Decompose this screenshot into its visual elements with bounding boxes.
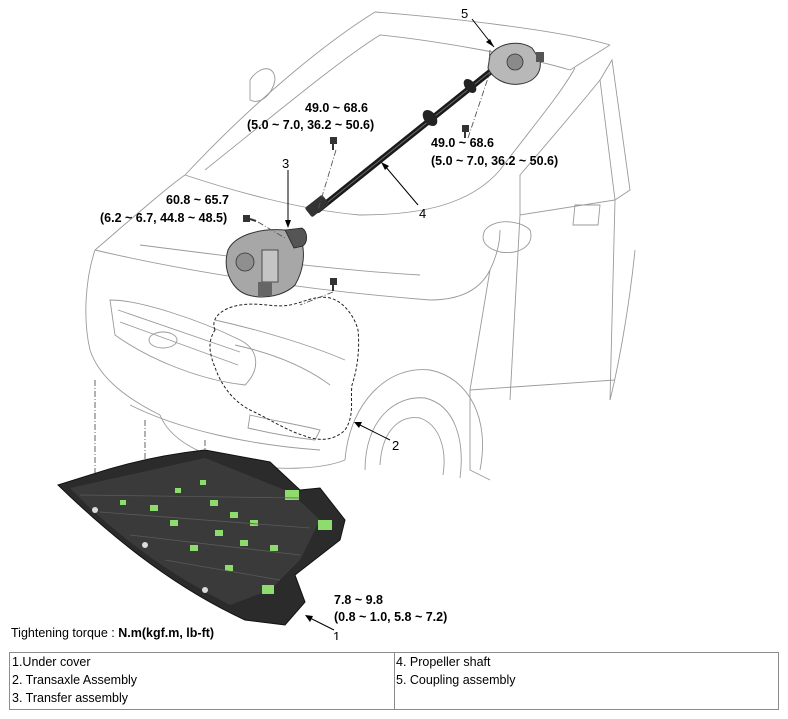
legend-left-column: 1.Under cover 2. Transaxle Assembly 3. T… [11, 653, 393, 707]
transaxle-outline [209, 296, 360, 440]
torque-note: Tightening torque : N.m(kgf.m, lb-ft) [11, 626, 214, 640]
torque-under-cover-line2: (0.8 ~ 1.0, 5.8 ~ 7.2) [334, 610, 447, 624]
torque-coupling-right-line2: (5.0 ~ 7.0, 36.2 ~ 50.6) [431, 154, 558, 168]
exploded-view-diagram: 5 3 4 2 1 49.0 ~ 68.6 (5.0 ~ 7.0, 36.2 ~… [57, 6, 636, 640]
torque-coupling-right-line1: 49.0 ~ 68.6 [431, 136, 494, 150]
torque-transfer-line1: 60.8 ~ 65.7 [166, 193, 229, 207]
bolt-icon [462, 125, 469, 138]
legend-item: 2. Transaxle Assembly [12, 673, 138, 687]
bolt-icon [243, 215, 257, 222]
callout-3: 3 [282, 156, 289, 171]
legend-item: 5. Coupling assembly [396, 673, 516, 687]
callout-4: 4 [419, 206, 426, 221]
vehicle-outline [85, 11, 636, 481]
leader-lines [285, 18, 495, 631]
legend-item: 4. Propeller shaft [396, 655, 491, 669]
coupling-assembly [487, 42, 544, 85]
legend-item: 1.Under cover [12, 655, 91, 669]
callout-5: 5 [461, 6, 468, 21]
callout-1: 1 [333, 629, 340, 640]
bolt-icon [330, 137, 337, 150]
torque-note-prefix: Tightening torque : [11, 626, 119, 640]
parts-legend: 1.Under cover 2. Transaxle Assembly 3. T… [9, 652, 779, 710]
torque-coupling-top-line1: 49.0 ~ 68.6 [305, 101, 368, 115]
callout-2: 2 [392, 438, 399, 453]
under-cover [57, 449, 346, 626]
torque-under-cover-line1: 7.8 ~ 9.8 [334, 593, 383, 607]
torque-coupling-top-line2: (5.0 ~ 7.0, 36.2 ~ 50.6) [247, 118, 374, 132]
transfer-assembly [225, 227, 308, 298]
torque-labels: 49.0 ~ 68.6 (5.0 ~ 7.0, 36.2 ~ 50.6) 49.… [100, 101, 558, 624]
callout-numbers: 5 3 4 2 1 [282, 6, 468, 640]
legend-item: 3. Transfer assembly [12, 691, 129, 705]
legend-right-column: 4. Propeller shaft 5. Coupling assembly [394, 653, 777, 709]
propeller-shaft [305, 69, 493, 217]
bolt-icon [330, 278, 337, 291]
torque-note-unit: N.m(kgf.m, lb-ft) [118, 626, 215, 640]
torque-transfer-line2: (6.2 ~ 6.7, 44.8 ~ 48.5) [100, 211, 227, 225]
bolts [243, 125, 469, 291]
